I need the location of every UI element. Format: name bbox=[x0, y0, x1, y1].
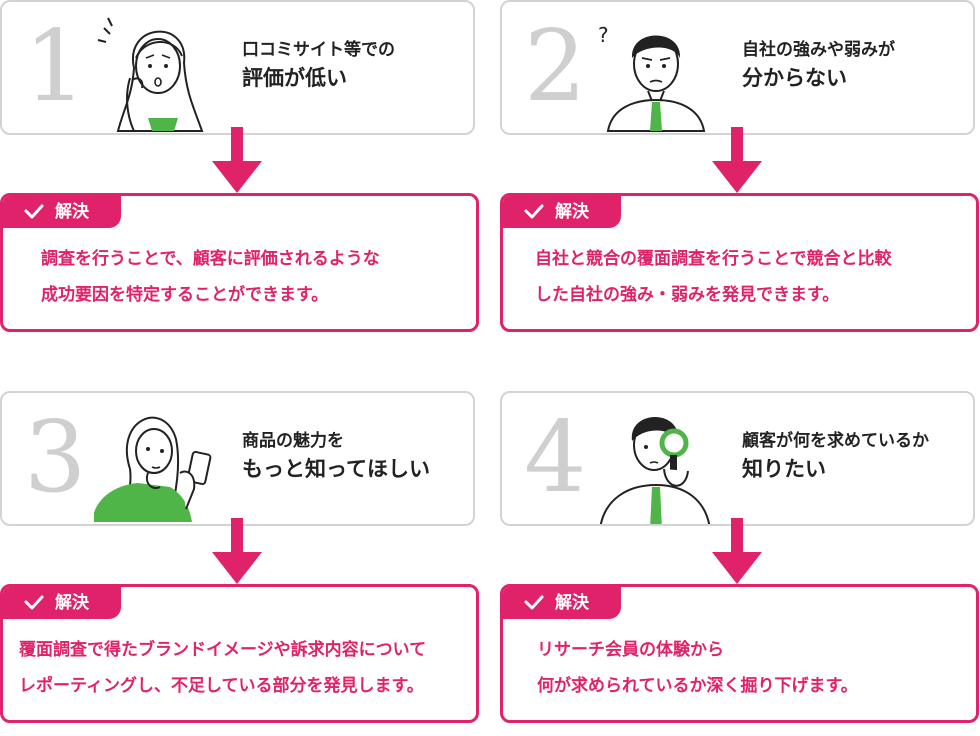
problem-box-4: 4 顧客が何を求めているか 知りたい bbox=[500, 391, 975, 526]
solution-line1: 自社と競合の覆面調査を行うことで競合と比較 bbox=[535, 249, 892, 269]
solution-line1: リサーチ会員の体験から bbox=[537, 640, 724, 660]
problem-line2: 評価が低い bbox=[242, 66, 347, 90]
solution-label: 解決 bbox=[555, 202, 589, 222]
card-2: 2 ? 自社の強みや弱みが 分からない 解決 自社と競合の覆面調査を行うことで競… bbox=[500, 0, 979, 345]
check-icon bbox=[523, 594, 545, 612]
check-icon bbox=[23, 203, 45, 221]
check-icon bbox=[523, 203, 545, 221]
solution-line2: 何が求められているか深く掘り下げます。 bbox=[537, 676, 858, 696]
arrow-down-icon bbox=[712, 518, 762, 584]
solution-tab: 解決 bbox=[503, 196, 621, 228]
problem-line1: 顧客が何を求めているか bbox=[742, 431, 929, 451]
solution-line1: 覆面調査で得たブランドイメージや訴求内容について bbox=[19, 640, 427, 660]
woman-with-phone-icon bbox=[94, 416, 212, 522]
man-with-magnifier-icon bbox=[600, 417, 711, 524]
solution-label: 解決 bbox=[555, 593, 589, 613]
solution-line2: 成功要因を特定することができます。 bbox=[41, 285, 329, 305]
solution-label: 解決 bbox=[55, 202, 89, 222]
card-4: 4 顧客が何を求めているか 知りたい 解決 リサーチ会員の体験から 何が求められ… bbox=[500, 391, 979, 736]
card-number: 4 bbox=[524, 401, 587, 515]
arrow-down-icon bbox=[712, 127, 762, 193]
solution-box-3: 解決 覆面調査で得たブランドイメージや訴求内容について レポーティングし、不足し… bbox=[0, 584, 479, 723]
confused-man-icon: ? bbox=[598, 23, 706, 132]
worried-woman-icon bbox=[97, 17, 204, 132]
problem-box-1: 1 口コミサイト等での 評価が低い bbox=[0, 0, 475, 135]
problem-line2: 知りたい bbox=[742, 457, 826, 481]
solution-line2: レポーティングし、不足している部分を発見します。 bbox=[19, 676, 424, 696]
solution-box-4: 解決 リサーチ会員の体験から 何が求められているか深く掘り下げます。 bbox=[500, 584, 979, 723]
arrow-down-icon bbox=[212, 518, 262, 584]
solution-line1: 調査を行うことで、顧客に評価されるような bbox=[41, 249, 380, 269]
problem-line1: 自社の強みや弱みが bbox=[742, 40, 895, 60]
problem-line1: 商品の魅力を bbox=[242, 431, 344, 451]
solution-line2: した自社の強み・弱みを発見できます。 bbox=[535, 285, 840, 305]
solution-box-2: 解決 自社と競合の覆面調査を行うことで競合と比較 した自社の強み・弱みを発見でき… bbox=[500, 193, 979, 332]
card-number: 1 bbox=[24, 10, 87, 124]
check-icon bbox=[23, 594, 45, 612]
problem-line2: 分からない bbox=[742, 66, 847, 90]
solution-box-1: 解決 調査を行うことで、顧客に評価されるような 成功要因を特定することができます… bbox=[0, 193, 479, 332]
solution-tab: 解決 bbox=[3, 196, 121, 228]
card-number: 3 bbox=[24, 401, 87, 515]
solution-tab: 解決 bbox=[3, 587, 121, 619]
problem-line2: もっと知ってほしい bbox=[242, 457, 430, 481]
problem-box-2: 2 ? 自社の強みや弱みが 分からない bbox=[500, 0, 975, 135]
card-1: 1 口コミサイト等での 評価が低い 解決 調査を行うことで、顧客に評価されるよう… bbox=[0, 0, 479, 345]
problem-box-3: 3 商品の魅力を もっと知ってほしい bbox=[0, 391, 475, 526]
solution-tab: 解決 bbox=[503, 587, 621, 619]
solution-label: 解決 bbox=[55, 593, 89, 613]
svg-text:?: ? bbox=[598, 23, 609, 47]
card-3: 3 商品の魅力を もっと知ってほしい 解決 覆面調査で得たブランドイメージや訴求… bbox=[0, 391, 479, 736]
problem-line1: 口コミサイト等での bbox=[242, 40, 395, 60]
card-number: 2 bbox=[524, 10, 587, 124]
arrow-down-icon bbox=[212, 127, 262, 193]
